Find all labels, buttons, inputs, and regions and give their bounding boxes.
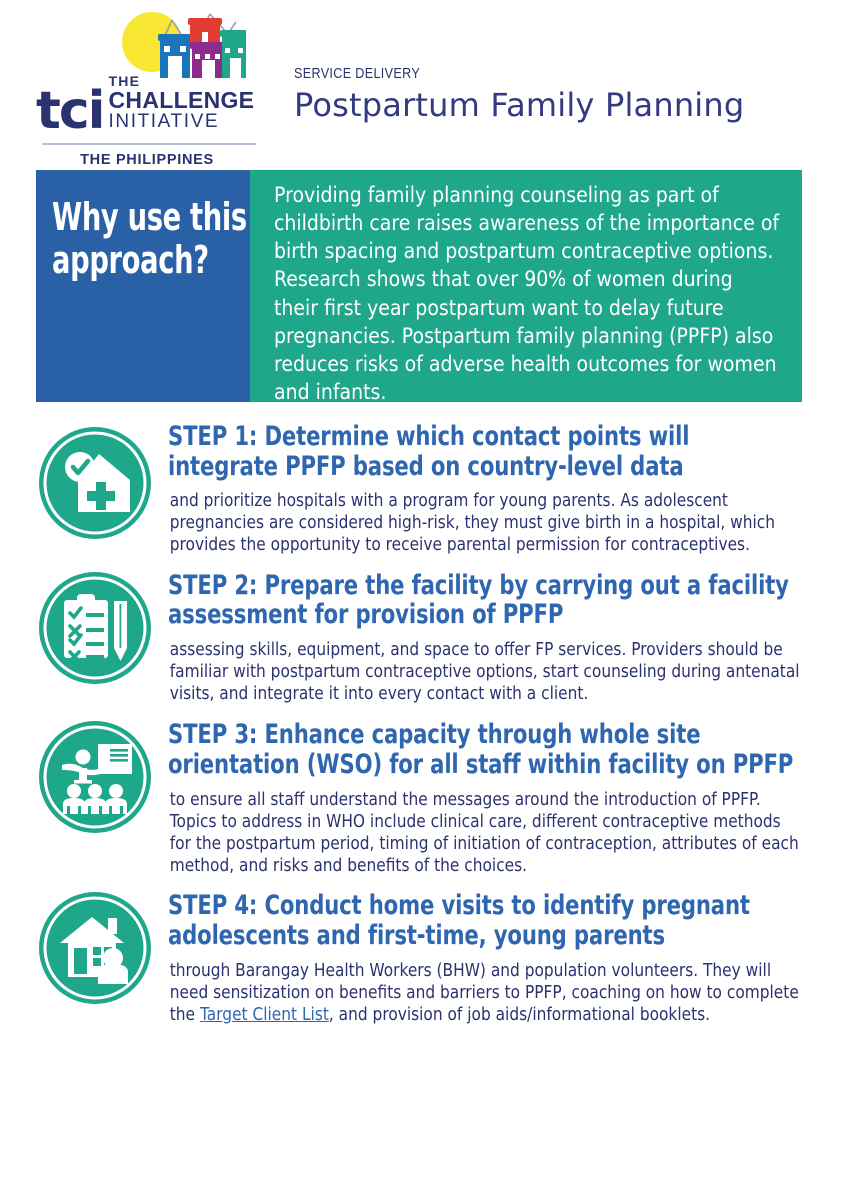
step-content: STEP 4: Conduct home visits to identify … [154, 885, 802, 1027]
tci-logo: tci THE CHALLENGE INITIATIVE THE PHILIPP… [36, 8, 258, 168]
step-heading: STEP 2: Prepare the facility by carrying… [168, 569, 789, 631]
why-use-this-approach-banner: Why use this approach? Providing family … [36, 170, 802, 405]
tci-country-label: THE PHILIPPINES [80, 152, 214, 169]
step-content: STEP 3: Enhance capacity through whole s… [154, 714, 802, 877]
step-description: assessing skills, equipment, and space t… [169, 640, 800, 705]
steps-list: STEP 1: Determine which contact points w… [36, 420, 802, 1027]
step-heading: STEP 4: Conduct home visits to identify … [168, 890, 750, 952]
why-banner-label-panel: Why use this approach? [36, 170, 250, 402]
home-visit-icon [36, 889, 154, 1007]
tci-mark-text: tci [36, 81, 106, 142]
header-title-block: SERVICE DELIVERY Postpartum Family Plann… [294, 8, 744, 124]
clipboard-checklist-pencil-icon [36, 569, 154, 687]
tci-line-initiative: INITIATIVE [108, 111, 220, 133]
step-heading: STEP 3: Enhance capacity through whole s… [168, 719, 794, 780]
tci-wordmark: tci THE CHALLENGE INITIATIVE [36, 73, 258, 142]
step-item: STEP 4: Conduct home visits to identify … [36, 885, 802, 1027]
step-item: STEP 2: Prepare the facility by carrying… [36, 565, 802, 707]
step-description-part-2: , and provision of job aids/informationa… [328, 1005, 711, 1025]
tci-buildings-icon [110, 8, 246, 80]
step-content: STEP 1: Determine which contact points w… [154, 420, 802, 557]
page-title: Postpartum Family Planning [294, 86, 745, 124]
why-banner-body-panel: Providing family planning counseling as … [250, 170, 802, 405]
why-banner-body: Providing family planning counseling as … [274, 183, 780, 406]
hospital-check-icon [36, 424, 154, 542]
logo-divider [42, 143, 256, 146]
header-kicker: SERVICE DELIVERY [294, 65, 421, 82]
training-presentation-icon [36, 718, 154, 836]
step-item: STEP 1: Determine which contact points w… [36, 420, 802, 557]
step-heading: STEP 1: Determine which contact points w… [168, 421, 690, 482]
step-description: and prioritize hospitals with a program … [169, 490, 776, 555]
tci-line-challenge: CHALLENGE [108, 87, 255, 113]
step-item: STEP 3: Enhance capacity through whole s… [36, 714, 802, 877]
page-header: tci THE CHALLENGE INITIATIVE THE PHILIPP… [0, 0, 846, 170]
step-content: STEP 2: Prepare the facility by carrying… [154, 565, 802, 707]
step-description-part-1: through Barangay Health Workers (BHW) an… [169, 961, 799, 1025]
why-banner-label: Why use this approach? [52, 195, 247, 282]
tci-line-the: THE [108, 73, 141, 89]
target-client-list-link[interactable]: Target Client List [199, 1005, 329, 1025]
step-description: through Barangay Health Workers (BHW) an… [168, 961, 804, 1027]
step-description: to ensure all staff understand the messa… [169, 789, 799, 876]
